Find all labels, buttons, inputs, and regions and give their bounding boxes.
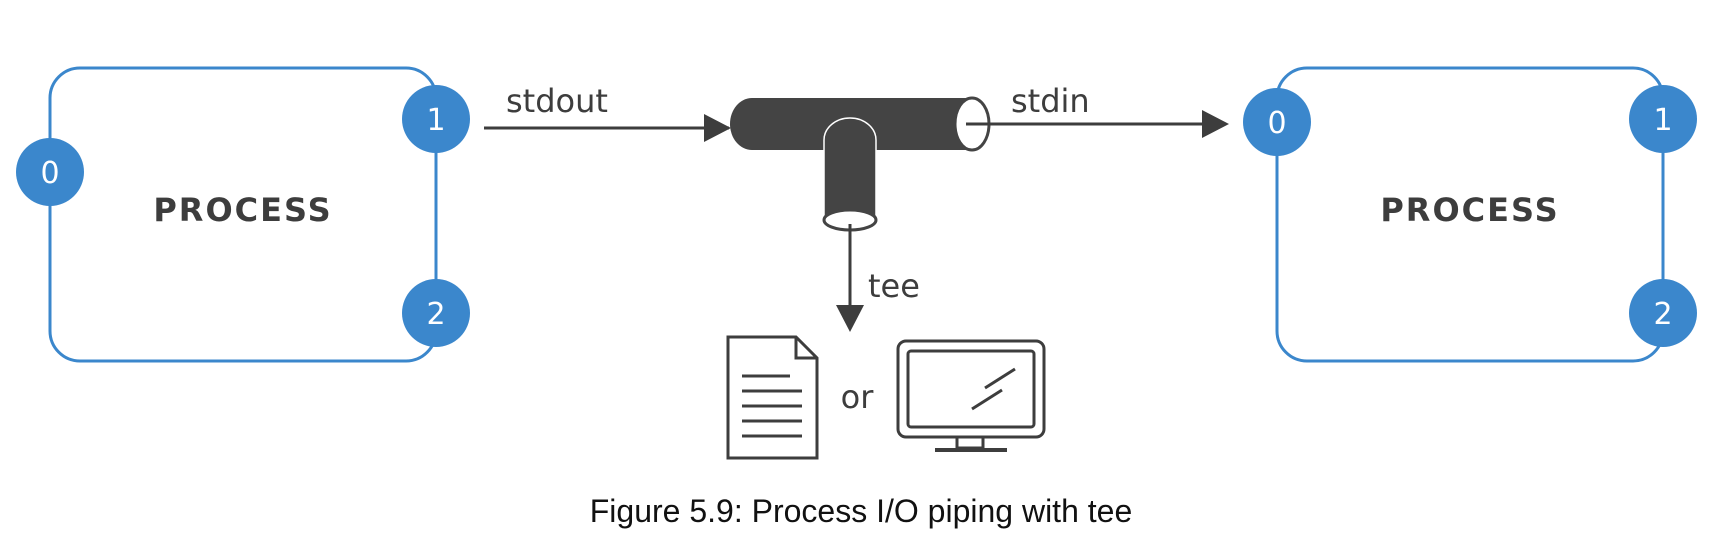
stdout-label: stdout	[506, 82, 608, 120]
fd-stdin-left: 0	[16, 138, 84, 206]
fd-label-0-left: 0	[40, 156, 59, 191]
tee-arrow: tee	[836, 224, 920, 332]
document-icon	[726, 335, 819, 460]
process-left-box	[48, 66, 438, 363]
tee-label: tee	[868, 267, 920, 305]
monitor-icon	[896, 339, 1046, 452]
process-right: PROCESS 0 1 2	[1243, 66, 1697, 363]
or-label: or	[841, 378, 875, 416]
figure-caption: Figure 5.9: Process I/O piping with tee	[590, 493, 1132, 529]
fd-circle-2-left	[402, 279, 470, 347]
stdin-arrowhead	[1202, 110, 1229, 138]
fd-circle-1-right	[1629, 85, 1697, 153]
stdin-arrow: stdin	[966, 82, 1229, 138]
process-right-box	[1275, 66, 1665, 363]
fd-stdin-right: 0	[1243, 88, 1311, 156]
stdout-arrow: stdout	[484, 82, 731, 142]
fd-circle-1-left	[402, 85, 470, 153]
fd-label-2-right: 2	[1653, 297, 1672, 332]
fd-stderr-right: 2	[1629, 279, 1697, 347]
process-right-label: PROCESS	[1380, 191, 1559, 229]
stdin-label: stdin	[1011, 82, 1090, 120]
fd-label-1-left: 1	[426, 103, 445, 138]
fd-circle-2-right	[1629, 279, 1697, 347]
fd-label-0-right: 0	[1267, 106, 1286, 141]
tee-pipe-icon	[730, 96, 991, 232]
process-left: PROCESS 0 1 2	[16, 66, 470, 363]
fd-stderr-left: 2	[402, 279, 470, 347]
tee-pipe-vertical	[823, 117, 877, 221]
fd-circle-0-left	[16, 138, 84, 206]
fd-circle-0-right	[1243, 88, 1311, 156]
fd-stdout-right: 1	[1629, 85, 1697, 153]
fd-stdout-left: 1	[402, 85, 470, 153]
stdout-arrowhead	[704, 114, 731, 142]
tee-arrowhead	[836, 305, 864, 332]
process-left-label: PROCESS	[153, 191, 332, 229]
fd-label-1-right: 1	[1653, 103, 1672, 138]
fd-label-2-left: 2	[426, 297, 445, 332]
